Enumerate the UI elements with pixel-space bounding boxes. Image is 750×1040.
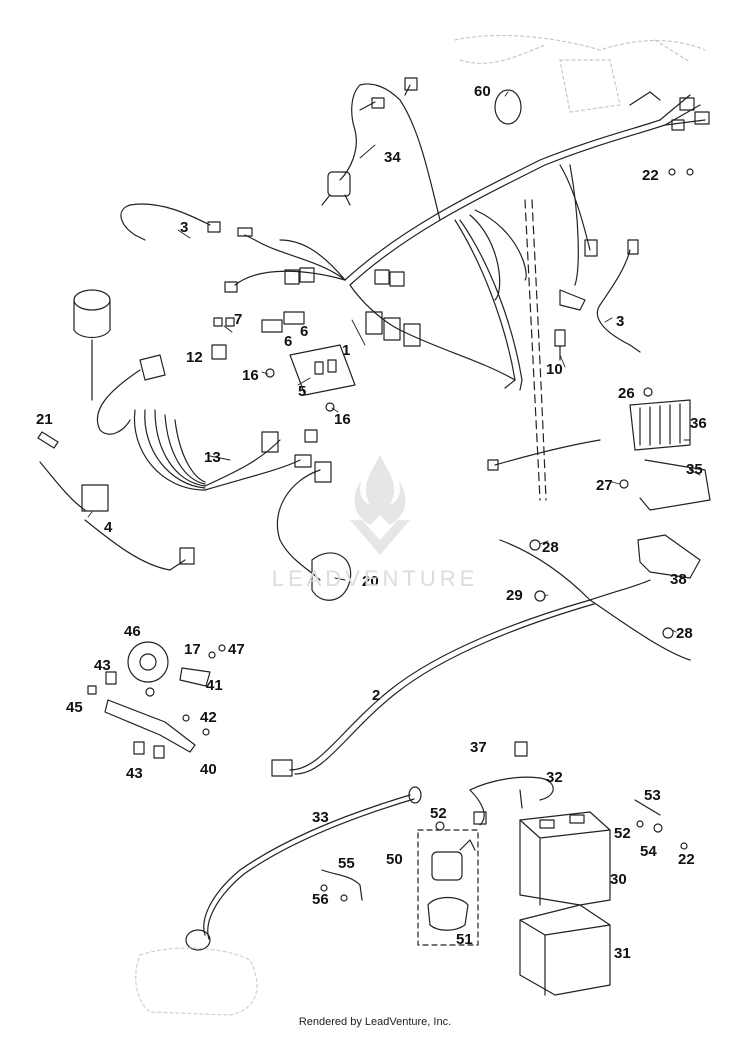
main-wiring-harness [224,77,710,501]
hardware-small [87,644,226,759]
callout-60: 60 [474,83,491,100]
callout-7: 7 [234,311,242,328]
callout-28: 28 [542,539,559,556]
horn [127,641,169,697]
callout-27: 27 [596,477,613,494]
callout-6: 6 [300,323,308,340]
battery [519,811,611,906]
callout-28: 28 [676,625,693,642]
starter-relay [39,461,195,571]
callout-37: 37 [470,739,487,756]
callout-51: 51 [456,931,473,948]
footer-credit: Rendered by LeadVenture, Inc. [298,1016,452,1028]
sensor-cable-left [120,203,221,241]
callout-42: 42 [200,709,217,726]
callout-5: 5 [298,383,306,400]
callout-10: 10 [546,361,563,378]
callout-2: 2 [372,687,380,704]
callout-53: 53 [644,787,661,804]
callout-33: 33 [312,809,329,826]
callout-13: 13 [204,449,221,466]
sensor-cable-right [596,239,641,353]
callout-41: 41 [206,677,223,694]
background-frame-sketch [454,34,706,113]
terminal-hardware [634,168,694,850]
callout-46: 46 [124,623,141,640]
mounting-bracket [289,344,356,396]
callout-1: 1 [342,342,350,359]
callout-36: 36 [690,415,707,432]
wiring-harness-2 [271,539,691,777]
voltage-regulator [487,399,691,471]
callout-3: 3 [616,313,624,330]
callout-45: 45 [66,699,83,716]
callout-30: 30 [610,871,627,888]
callout-22: 22 [678,851,695,868]
leadventure-watermark-text: LEADVENTURE [271,566,479,591]
callout-6: 6 [284,333,292,350]
cable-tie [494,89,522,125]
sub-harness [133,409,318,491]
callout-22: 22 [642,167,659,184]
regulator-bracket [639,459,711,511]
switch-part [554,329,566,361]
callout-35: 35 [686,461,703,478]
leadventure-watermark-logo [350,455,410,555]
callout-52: 52 [614,825,631,842]
callout-43: 43 [94,657,111,674]
callout-34: 34 [384,149,401,166]
callout-20: 20 [362,573,379,590]
callout-47: 47 [228,641,245,658]
callout-52: 52 [430,805,447,822]
callout-40: 40 [200,761,217,778]
callout-17: 17 [184,641,201,658]
small-wire-lead [320,869,363,902]
callout-3: 3 [180,219,188,236]
callout-56: 56 [312,891,329,908]
callout-26: 26 [618,385,635,402]
engine-sketch [135,947,258,1016]
callout-50: 50 [386,851,403,868]
callout-31: 31 [614,945,631,962]
callout-4: 4 [104,519,113,536]
mounting-plate [104,699,196,753]
callout-21: 21 [36,411,53,428]
nut-52 [435,821,445,831]
callout-38: 38 [670,571,687,588]
callout-32: 32 [546,769,563,786]
cover-plate [637,534,701,579]
callout-43: 43 [126,765,143,782]
callout-54: 54 [640,843,657,860]
horn-bracket [179,667,211,687]
callout-12: 12 [186,349,203,366]
callout-16: 16 [242,367,259,384]
nut-26 [643,387,653,397]
callout-16: 16 [334,411,351,428]
screw-27 [619,479,629,489]
battery-cable-positive [469,741,554,826]
relay-unit [73,289,166,435]
starter-solenoid-set [417,829,479,946]
callout-55: 55 [338,855,355,872]
leader-lines [87,91,701,633]
callout-29: 29 [506,587,523,604]
ground-cable [185,786,422,951]
battery-box [519,904,611,996]
fuse [37,431,59,449]
handlebar-switch [276,461,352,601]
callout-labels: 60 34 22 3 3 1 7 6 6 12 16 16 5 10 21 13… [36,83,707,962]
small-connectors [211,311,305,360]
